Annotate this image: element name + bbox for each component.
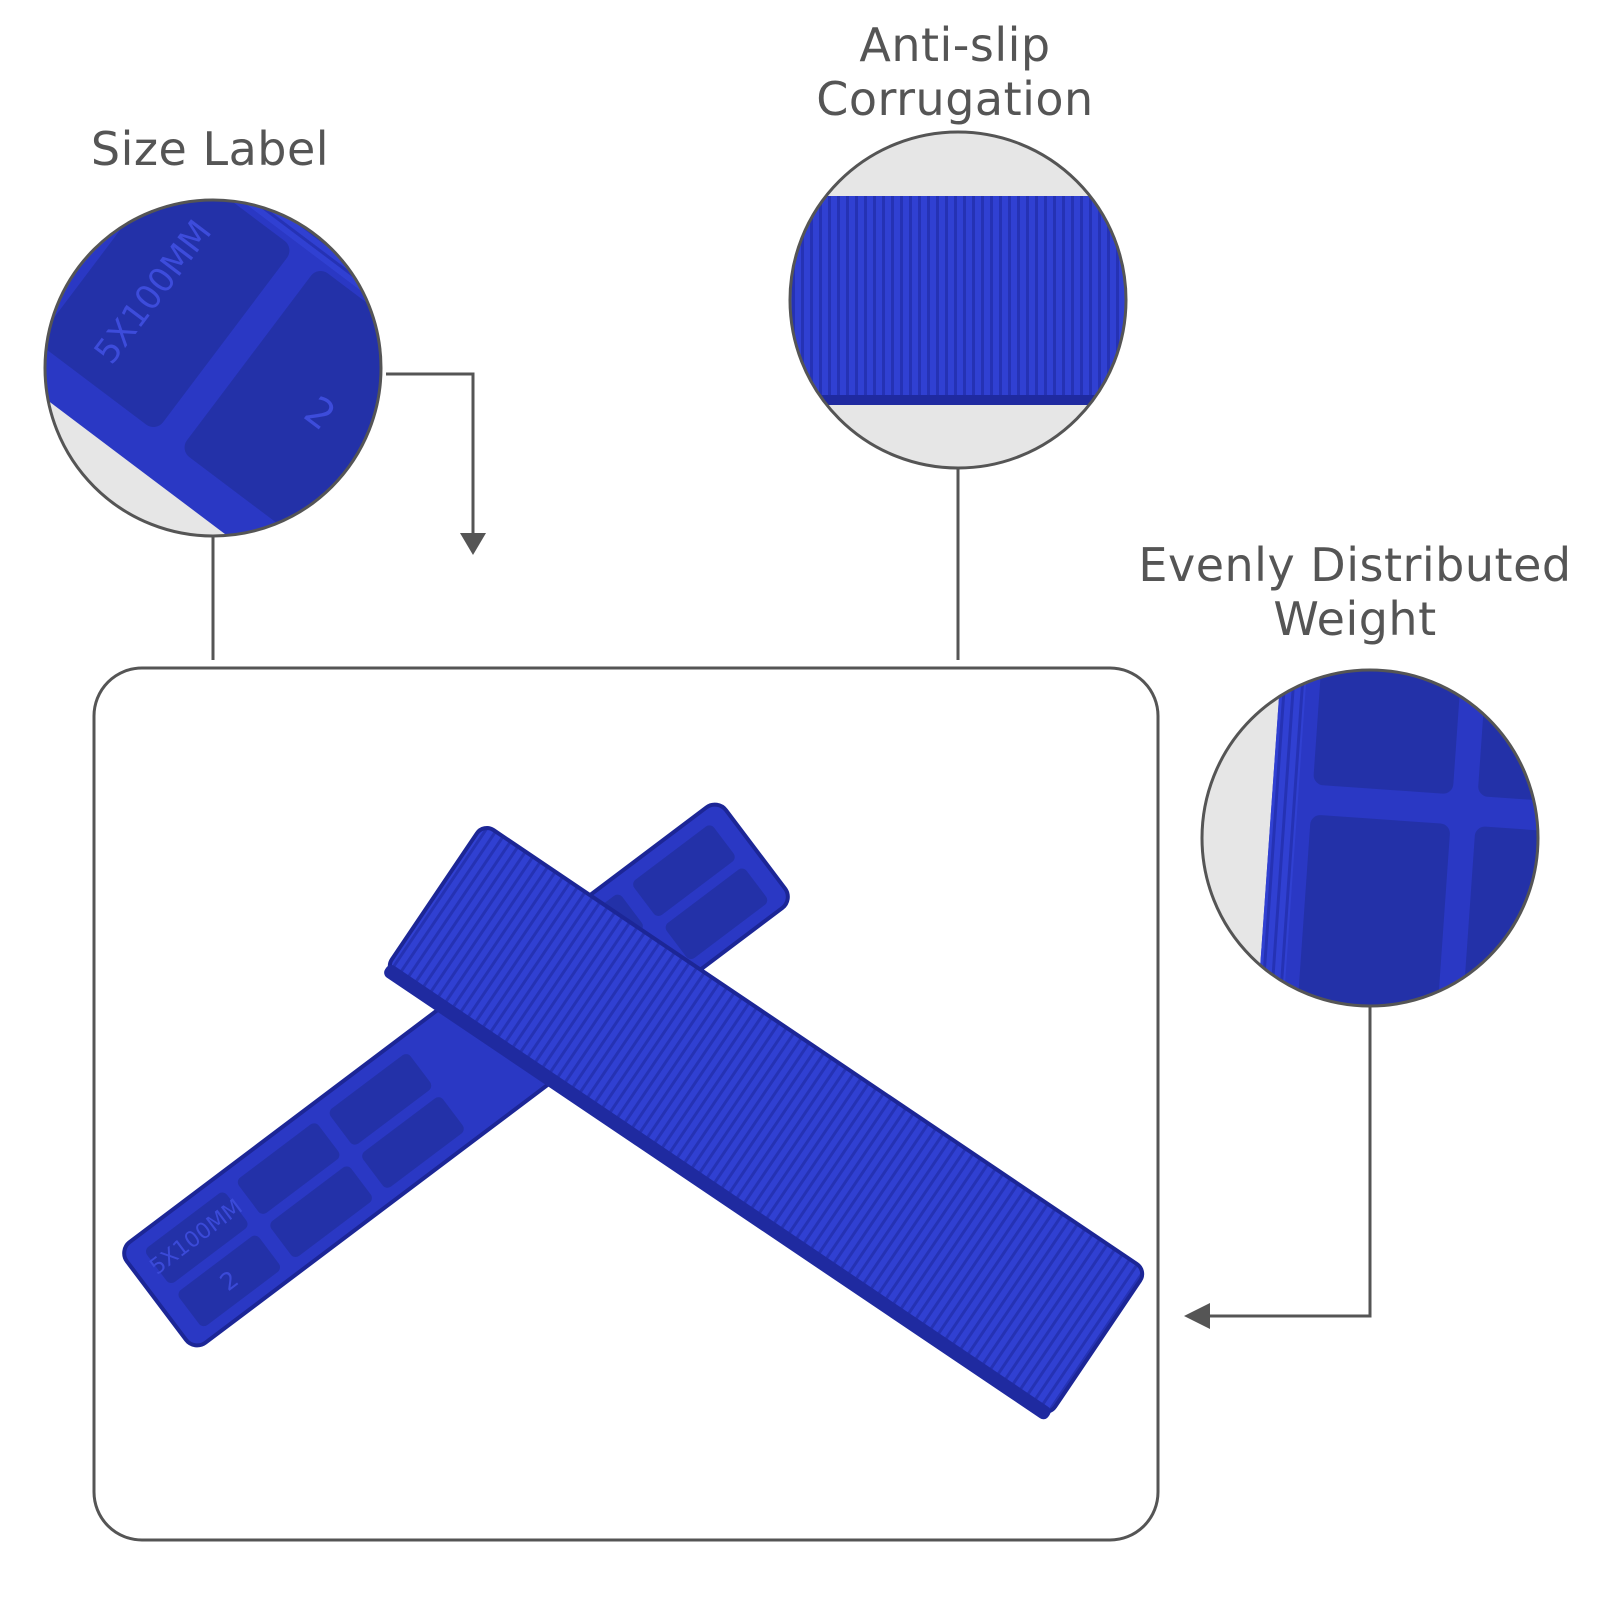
connector-lines xyxy=(211,372,1372,1318)
size-label-connector xyxy=(386,372,475,535)
size-label-text: Size Label xyxy=(90,122,330,176)
weight-line1: Evenly Distributed xyxy=(1138,538,1572,592)
size-label-zoom: 5X100MM 2 xyxy=(43,198,383,538)
weight-title: Evenly Distributed Weight xyxy=(1120,538,1590,646)
weight-zoom xyxy=(1200,668,1540,1008)
arrow-down-icon xyxy=(460,533,486,555)
weight-line2: Weight xyxy=(1273,592,1437,646)
weight-connector xyxy=(1190,1006,1372,1318)
anti-slip-zoom xyxy=(788,130,1128,470)
arrow-left-icon xyxy=(1184,1303,1210,1329)
anti-slip-title: Anti-slip Corrugation xyxy=(755,18,1155,126)
shim-corrugated xyxy=(384,826,1145,1420)
anti-slip-line1: Anti-slip xyxy=(859,18,1051,72)
size-label-title: Size Label xyxy=(60,122,360,176)
anti-slip-line2: Corrugation xyxy=(816,72,1094,126)
